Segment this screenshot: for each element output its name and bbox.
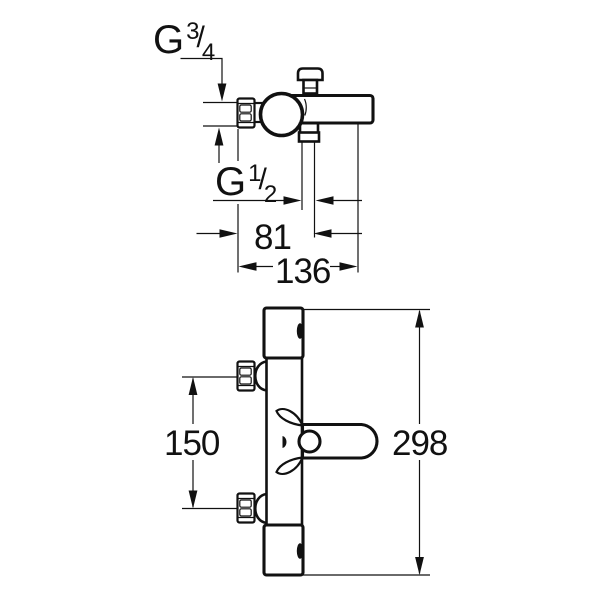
wall-union-boss: [253, 492, 267, 525]
arrow-up-icon: [415, 309, 424, 328]
diverter-knob: [296, 67, 324, 95]
fraction-slash: /: [196, 21, 205, 54]
shower-outlet: [297, 122, 321, 143]
leader-line-g34: [180, 57, 223, 84]
arrow-left-icon: [313, 229, 332, 238]
arrow-right-icon: [283, 196, 302, 205]
arrow-right-icon: [219, 229, 238, 238]
thread-letter: G: [153, 18, 185, 62]
inlet-nut: [236, 492, 256, 524]
fraction-numerator: 1: [248, 160, 262, 187]
label-thread-g34: G3/4: [153, 18, 215, 65]
inlet-nut: [236, 97, 256, 129]
fraction-denominator: 4: [201, 39, 216, 66]
arrow-up-icon: [188, 377, 198, 395]
valve-cap-circle: [258, 91, 305, 138]
arrow-left-icon: [315, 196, 334, 205]
arrow-up-icon: [214, 127, 224, 146]
label-dim-150: 150: [164, 424, 220, 463]
cap-screw-detail: [296, 323, 304, 339]
temperature-handle: [300, 422, 379, 460]
label-dim-81: 81: [254, 218, 292, 257]
cap-screw-detail: [296, 543, 304, 559]
top-view: [180, 57, 375, 273]
label-dim-136: 136: [275, 252, 331, 291]
thread-letter: G: [215, 160, 247, 204]
escutcheon-contour: [275, 456, 305, 476]
label-dim-298: 298: [392, 424, 448, 463]
wall-union-boss: [253, 360, 267, 392]
fraction-numerator: 3: [186, 18, 200, 45]
arrow-down-icon: [188, 490, 198, 509]
fraction-slash: /: [258, 163, 267, 196]
escutcheon-contour: [275, 407, 305, 427]
body-contour-line: [303, 98, 307, 116]
arrow-left-icon: [238, 262, 257, 271]
front-view: [182, 306, 430, 577]
arrow-down-icon: [217, 83, 227, 102]
label-thread-g12: G1/2: [215, 160, 277, 207]
fraction-denominator: 2: [263, 181, 278, 208]
arrow-right-icon: [339, 262, 358, 271]
arrow-down-icon: [415, 557, 424, 575]
inlet-nut: [236, 360, 256, 392]
body-notch-detail: [282, 436, 287, 448]
handle-button: [297, 429, 322, 454]
